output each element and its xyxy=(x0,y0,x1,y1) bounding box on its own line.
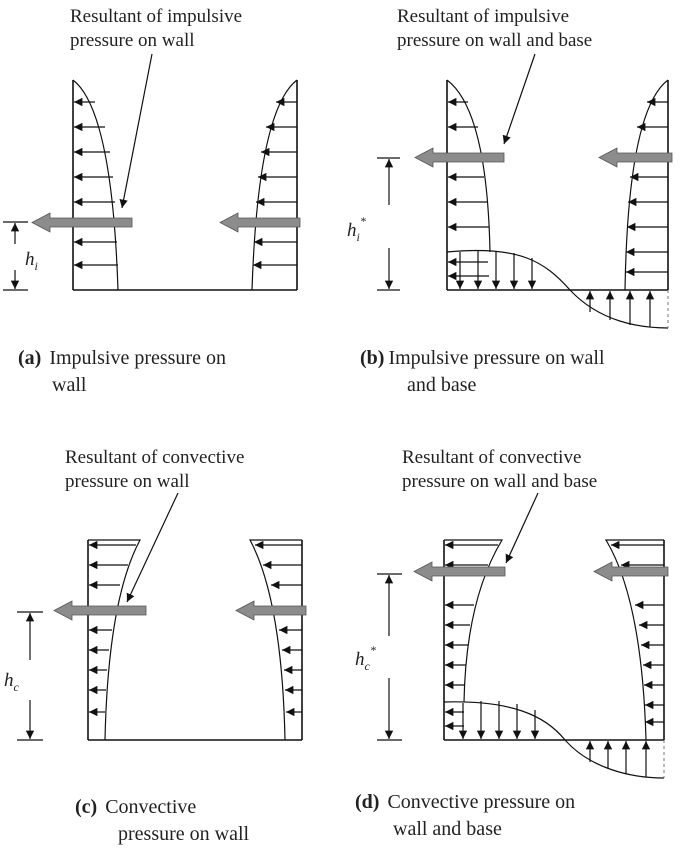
panel-b-annotation-line1: Resultant of impulsive xyxy=(397,6,569,27)
panel-c: Resultant of convective pressure on wall xyxy=(4,447,307,845)
panel-b-leader-arrow xyxy=(502,53,536,145)
panel-a: Resultant of impulsive pressure on wall xyxy=(3,6,301,396)
panel-a-left-resultant-arrow xyxy=(31,212,133,233)
panel-b-right-pressure-curve xyxy=(624,79,669,291)
panel-b-annotation-line2: pressure on wall and base xyxy=(397,30,592,51)
panel-c-annotation-line2: pressure on wall xyxy=(65,471,190,492)
panel-d-base-pressure-curve xyxy=(443,701,665,779)
panel-c-height-label: hc xyxy=(4,670,20,694)
panel-b-right-resultant-arrow xyxy=(598,147,673,168)
panel-c-caption-line1: (c)Convective xyxy=(75,796,196,818)
panel-d-caption-line2: wall and base xyxy=(393,818,502,840)
panel-d-left-base-arrows xyxy=(445,707,464,731)
panel-b-left-pressure-curve xyxy=(446,79,491,253)
panel-b-left-base-arrows xyxy=(448,257,489,281)
panel-a-caption-line2: wall xyxy=(52,374,87,396)
panel-a-right-resultant-arrow xyxy=(219,212,301,233)
panel-b-left-resultant-arrow xyxy=(414,147,505,168)
panel-d-base-upward-arrows xyxy=(585,741,651,777)
panel-d-right-resultant-arrow xyxy=(593,561,669,582)
panel-b-base-downward-arrows xyxy=(455,251,537,289)
panel-c-leader-arrow xyxy=(126,492,179,603)
panel-d-leader-arrow xyxy=(505,492,539,564)
panel-d-base-downward-arrows xyxy=(458,701,540,739)
panel-d-right-pressure-curve xyxy=(604,539,664,741)
panel-c-right-pressure-curve xyxy=(249,539,302,741)
panel-d-left-resultant-arrow xyxy=(413,561,506,582)
panel-a-annotation-line1: Resultant of impulsive xyxy=(70,6,242,27)
panel-c-right-pressure-arrows xyxy=(254,540,302,717)
panel-a-leader-arrow xyxy=(119,53,153,209)
panel-d-annotation-line2: pressure on wall and base xyxy=(402,471,597,492)
panel-d-left-pressure-curve xyxy=(444,539,504,703)
panel-a-left-pressure-arrows xyxy=(74,97,118,270)
panel-c-right-resultant-arrow xyxy=(235,600,307,621)
panel-c-annotation-line1: Resultant of convective xyxy=(65,447,244,468)
panel-c-left-pressure-arrows xyxy=(89,540,136,717)
panel-b-right-pressure-arrows xyxy=(626,97,668,277)
panel-d-right-pressure-arrows xyxy=(611,540,664,727)
panel-a-height-label: hi xyxy=(25,249,38,273)
panel-d: Resultant of convective pressure on wall… xyxy=(355,447,669,840)
panel-b-caption-line2: and base xyxy=(407,374,477,396)
panel-b-left-pressure-arrows xyxy=(448,97,489,232)
panel-a-annotation-line2: pressure on wall xyxy=(70,30,195,51)
panel-c-left-pressure-curve xyxy=(88,539,141,741)
panel-a-caption-line1: (a)Impulsive pressure on xyxy=(18,347,226,369)
panel-b-caption-line1: (b)Impulsive pressure on wall xyxy=(360,347,605,369)
panel-a-right-pressure-curve xyxy=(251,79,298,291)
panel-a-right-pressure-arrows xyxy=(252,97,297,270)
panel-a-left-pressure-curve xyxy=(72,79,119,291)
panel-c-left-resultant-arrow xyxy=(53,600,147,621)
panel-d-left-pressure-arrows xyxy=(445,540,498,690)
panel-b: Resultant of impulsive pressure on wall … xyxy=(347,6,673,396)
panel-b-height-label: hi* xyxy=(347,214,366,244)
panel-d-height-label: hc* xyxy=(355,643,376,673)
panel-d-annotation-line1: Resultant of convective xyxy=(402,447,581,468)
panel-c-caption-line2: pressure on wall xyxy=(118,823,250,845)
panel-b-base-pressure-curve xyxy=(446,249,669,329)
panel-b-base-upward-arrows xyxy=(585,291,655,327)
panel-d-caption-line1: (d)Convective pressure on xyxy=(355,791,575,813)
